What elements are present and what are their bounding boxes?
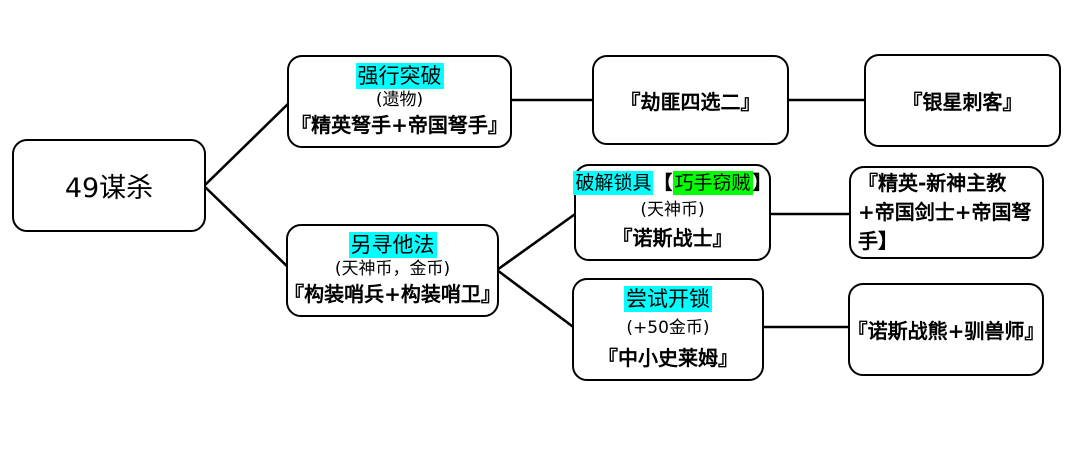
- force-break-enemy-label: 『精英弩手+帝国弩手』: [291, 113, 508, 137]
- try-unlock-action-row: 尝试开锁: [624, 286, 712, 312]
- edge-other-way-to-try-unlock: [496, 268, 577, 331]
- node-event-root: 49谋杀: [12, 139, 206, 232]
- node-other-way: 另寻他法 (天神币，金币) 『构装哨兵+构装哨卫』: [284, 224, 501, 317]
- edge-root-to-force-break: [203, 99, 293, 187]
- edge-other-way-to-pick-lock: [496, 210, 579, 272]
- pick-lock-bracket-close: 】: [752, 172, 772, 194]
- robber-choice-label: 『劫匪四选二』: [620, 89, 761, 114]
- node-elite-priest-group: 『精英-新神主教+帝国剑士+帝国弩手】: [849, 166, 1044, 259]
- war-bear-group-label: 『诺斯战熊+驯兽师』: [847, 319, 1045, 343]
- pick-lock-requirement-highlight: 巧手窃贼: [672, 171, 753, 195]
- other-way-cost-label: (天神币，金币): [334, 259, 451, 280]
- other-way-action-row: 另寻他法: [348, 232, 437, 258]
- pick-lock-action-highlight: 破解锁具: [573, 171, 654, 195]
- force-break-action-highlight: 强行突破: [355, 63, 444, 89]
- other-way-enemy-label: 『构装哨兵+构装哨卫』: [284, 282, 501, 306]
- node-force-break: 强行突破 (遗物) 『精英弩手+帝国弩手』: [287, 55, 512, 148]
- event-title: 49谋杀: [64, 173, 154, 204]
- pick-lock-enemy-label: 『诺斯战士』: [612, 225, 733, 250]
- force-break-action-row: 强行突破: [355, 63, 444, 89]
- edge-root-to-other-way: [203, 185, 293, 272]
- try-unlock-cost-label: (+50金币): [626, 318, 710, 339]
- node-pick-lock: 破解锁具【巧手窃贼】 (天神币) 『诺斯战士』: [573, 164, 772, 261]
- node-robber-choice: 『劫匪四选二』: [592, 55, 789, 145]
- force-break-cost-label: (遗物): [375, 90, 424, 111]
- try-unlock-action-highlight: 尝试开锁: [624, 286, 712, 312]
- pick-lock-cost-label: (天神币): [640, 200, 705, 221]
- silver-assassin-label: 『银星刺客』: [902, 90, 1023, 114]
- pick-lock-action-row: 破解锁具【巧手窃贼】: [573, 171, 772, 195]
- pick-lock-bracket-open: 【: [653, 172, 673, 194]
- node-try-unlock: 尝试开锁 (+50金币) 『中小史莱姆』: [572, 278, 764, 381]
- node-war-bear-group: 『诺斯战熊+驯兽师』: [848, 283, 1044, 376]
- try-unlock-enemy-label: 『中小史莱姆』: [598, 346, 738, 370]
- other-way-action-highlight: 另寻他法: [348, 232, 437, 258]
- node-silver-assassin: 『银星刺客』: [864, 54, 1061, 147]
- elite-priest-group-label: 『精英-新神主教+帝国剑士+帝国弩手】: [858, 171, 1032, 253]
